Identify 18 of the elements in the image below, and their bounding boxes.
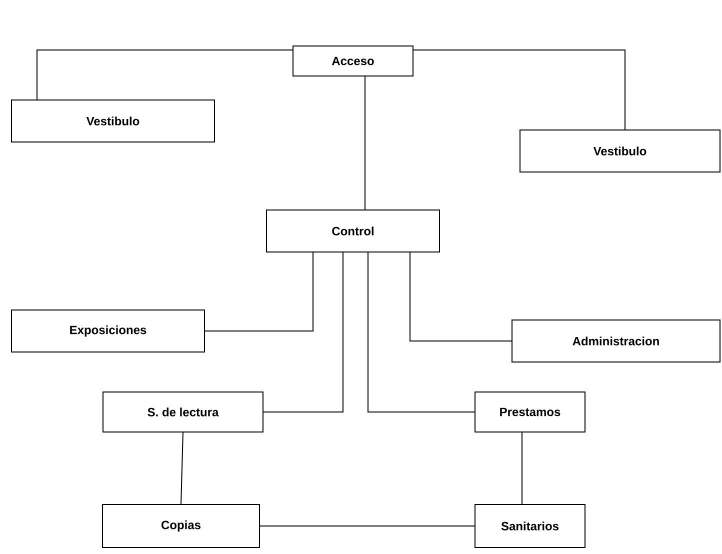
connector-line <box>413 50 626 130</box>
connector-line <box>263 252 344 412</box>
room-box: Vestibulo <box>520 130 720 172</box>
connector-line <box>180 432 184 504</box>
room-box: Vestibulo <box>11 100 215 142</box>
room-box: Prestamos <box>474 392 586 432</box>
room-box: Acceso <box>292 46 414 76</box>
room-box: S. de lectura <box>102 392 264 432</box>
connector-line <box>410 252 512 342</box>
room-box: Sanitarios <box>474 504 586 548</box>
connector-line <box>368 252 475 412</box>
room-box: Copias <box>102 504 260 548</box>
room-box: Exposiciones <box>11 310 205 352</box>
connector-line <box>204 252 314 332</box>
connector-line <box>364 76 366 210</box>
room-box: Control <box>266 210 440 252</box>
connector-line <box>36 50 293 100</box>
room-box: Administracion <box>512 320 720 362</box>
